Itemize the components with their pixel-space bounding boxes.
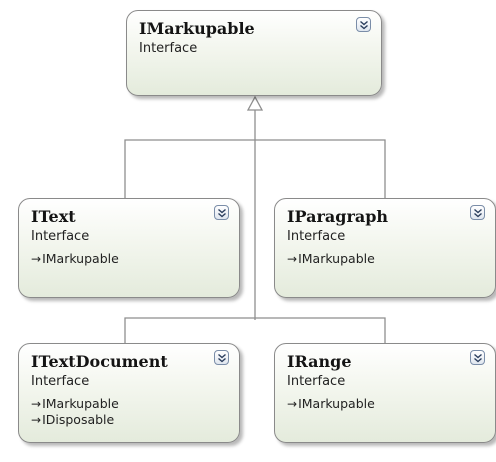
lollipop-arrow-icon: → bbox=[287, 397, 298, 411]
implemented-interface: →IMarkupable bbox=[31, 251, 119, 266]
chevron-double-down-icon bbox=[218, 208, 226, 218]
interface-name: IParagraph bbox=[287, 207, 389, 226]
interface-stereotype: Interface bbox=[31, 229, 90, 244]
interface-name: IText bbox=[31, 207, 76, 226]
implemented-interface: →IMarkupable bbox=[31, 396, 119, 411]
implemented-interface: →IMarkupable bbox=[287, 251, 375, 266]
lollipop-arrow-icon: → bbox=[287, 252, 298, 266]
interface-node-itextdocument[interactable]: ITextDocument Interface →IMarkupable →ID… bbox=[18, 343, 240, 443]
interface-stereotype: Interface bbox=[287, 229, 346, 244]
interface-node-iparagraph[interactable]: IParagraph Interface →IMarkupable bbox=[274, 198, 496, 298]
collapse-toggle-button[interactable] bbox=[470, 350, 485, 365]
implemented-interfaces: →IMarkupable →IDisposable bbox=[31, 396, 227, 428]
chevron-double-down-icon bbox=[360, 20, 368, 30]
connector-itext-iparagraph bbox=[124, 139, 386, 200]
interface-node-irange[interactable]: IRange Interface →IMarkupable bbox=[274, 343, 496, 443]
interface-name: ITextDocument bbox=[31, 352, 168, 371]
connector-itextdocument-irange bbox=[124, 317, 386, 345]
lollipop-arrow-icon: → bbox=[31, 413, 42, 427]
interface-node-imarkupable[interactable]: IMarkupable Interface bbox=[126, 10, 382, 96]
interface-name: IRange bbox=[287, 352, 352, 371]
implemented-interfaces: →IMarkupable bbox=[287, 396, 483, 412]
chevron-double-down-icon bbox=[474, 353, 482, 363]
interface-stereotype: Interface bbox=[31, 374, 90, 389]
implemented-interface: →IMarkupable bbox=[287, 396, 375, 411]
chevron-double-down-icon bbox=[474, 208, 482, 218]
collapse-toggle-button[interactable] bbox=[470, 205, 485, 220]
interface-node-itext[interactable]: IText Interface →IMarkupable bbox=[18, 198, 240, 298]
lollipop-arrow-icon: → bbox=[31, 252, 42, 266]
implemented-interfaces: →IMarkupable bbox=[31, 251, 227, 267]
inheritance-arrowhead bbox=[246, 95, 264, 111]
collapse-toggle-button[interactable] bbox=[214, 350, 229, 365]
lollipop-arrow-icon: → bbox=[31, 397, 42, 411]
chevron-double-down-icon bbox=[218, 353, 226, 363]
interface-stereotype: Interface bbox=[287, 374, 346, 389]
collapse-toggle-button[interactable] bbox=[214, 205, 229, 220]
implemented-interfaces: →IMarkupable bbox=[287, 251, 483, 267]
interface-stereotype: Interface bbox=[139, 41, 198, 56]
implemented-interface: →IDisposable bbox=[31, 412, 115, 427]
interface-name: IMarkupable bbox=[139, 19, 255, 38]
collapse-toggle-button[interactable] bbox=[356, 17, 371, 32]
